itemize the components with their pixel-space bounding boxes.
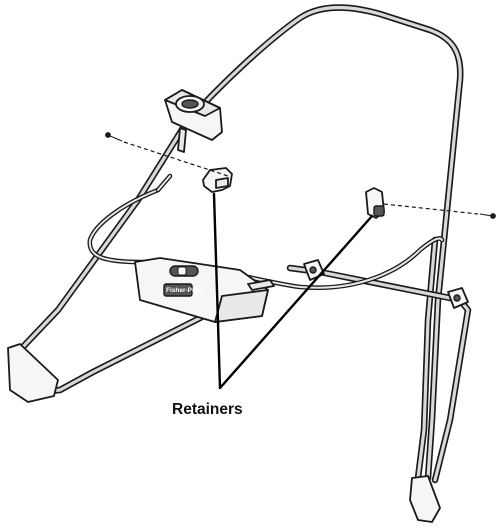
main-frame-tube bbox=[16, 4, 472, 484]
alignment-line-right bbox=[383, 203, 479, 215]
toy-hub bbox=[164, 89, 223, 153]
retainers-label: Retainers bbox=[172, 401, 243, 418]
brand-logo-text: Fisher-Price bbox=[166, 287, 204, 294]
screw-left bbox=[105, 132, 123, 142]
retainer-clip-icon bbox=[373, 205, 385, 217]
screw-right bbox=[479, 213, 496, 219]
screw-icon bbox=[490, 213, 496, 219]
screw-icon bbox=[105, 132, 111, 138]
retainer-clip-right bbox=[365, 187, 385, 219]
callout-leaders bbox=[212, 192, 374, 390]
retainer-clip-left bbox=[202, 167, 233, 193]
motor-housing: Fisher-Price bbox=[134, 257, 275, 323]
alignment-line-left bbox=[123, 141, 229, 177]
brand-logo bbox=[163, 283, 193, 297]
